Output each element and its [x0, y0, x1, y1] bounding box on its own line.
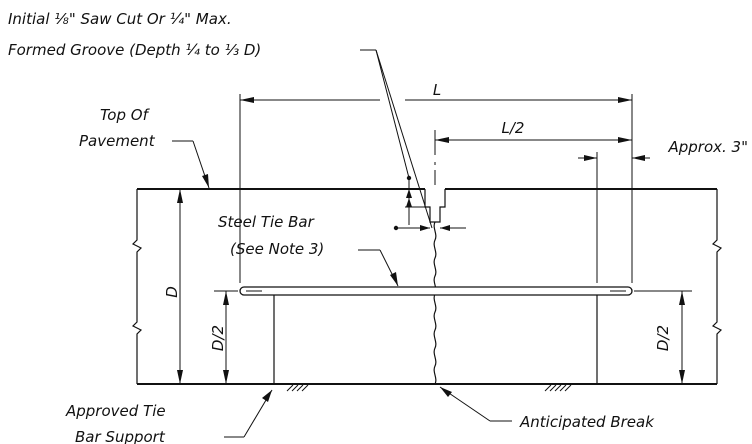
- support-callout: Approved Tie Bar Support: [65, 389, 273, 444]
- formed-groove: [424, 189, 446, 223]
- top-label-line1: Top Of: [100, 106, 151, 124]
- tie-bar-label-line2: (See Note 3): [230, 240, 324, 258]
- tie-bar-callout: Steel Tie Bar (See Note 3): [218, 213, 399, 287]
- crack-line: [433, 221, 437, 385]
- tie-bar-label-line1: Steel Tie Bar: [218, 213, 315, 231]
- dimension-approx: Approx. 3": [578, 138, 748, 283]
- groove-width-dot: [393, 225, 399, 231]
- slab-left-break-edge: [131, 189, 143, 384]
- ground-hatch-right: [543, 383, 572, 392]
- dimension-D-half-right: D/2: [634, 290, 692, 384]
- slab-right-break-edge: [711, 189, 723, 384]
- saw-cut-label-line2: Formed Groove (Depth ¼ to ⅓ D): [8, 41, 261, 59]
- support-label-line1: Approved Tie: [65, 402, 166, 420]
- pavement-slab: [131, 188, 723, 385]
- approx-label: Approx. 3": [667, 138, 748, 156]
- dimension-L-half: L/2: [434, 119, 632, 155]
- dimension-L: L: [239, 81, 633, 283]
- dim-D-half-right-label: D/2: [654, 325, 672, 351]
- ground-hatch-left: [285, 383, 310, 392]
- dim-D-half-left-label: D/2: [209, 325, 227, 351]
- dim-L-half-label: L/2: [502, 119, 525, 137]
- break-callout: Anticipated Break: [439, 386, 655, 431]
- dim-L-label: L: [433, 81, 441, 99]
- break-label: Anticipated Break: [519, 413, 655, 431]
- top-label-line2: Pavement: [79, 132, 156, 150]
- saw-cut-leaders: Initial ⅛" Saw Cut Or ¼" Max. Formed Gro…: [8, 10, 466, 231]
- saw-cut-label-line1: Initial ⅛" Saw Cut Or ¼" Max.: [8, 10, 232, 28]
- dimension-D-half-left: D/2: [209, 290, 238, 384]
- dimension-D: D: [163, 189, 183, 384]
- steel-tie-bar: [239, 286, 633, 296]
- top-of-pavement-callout: Top Of Pavement: [79, 106, 210, 189]
- dim-D-label: D: [163, 286, 181, 298]
- support-label-line2: Bar Support: [75, 428, 166, 444]
